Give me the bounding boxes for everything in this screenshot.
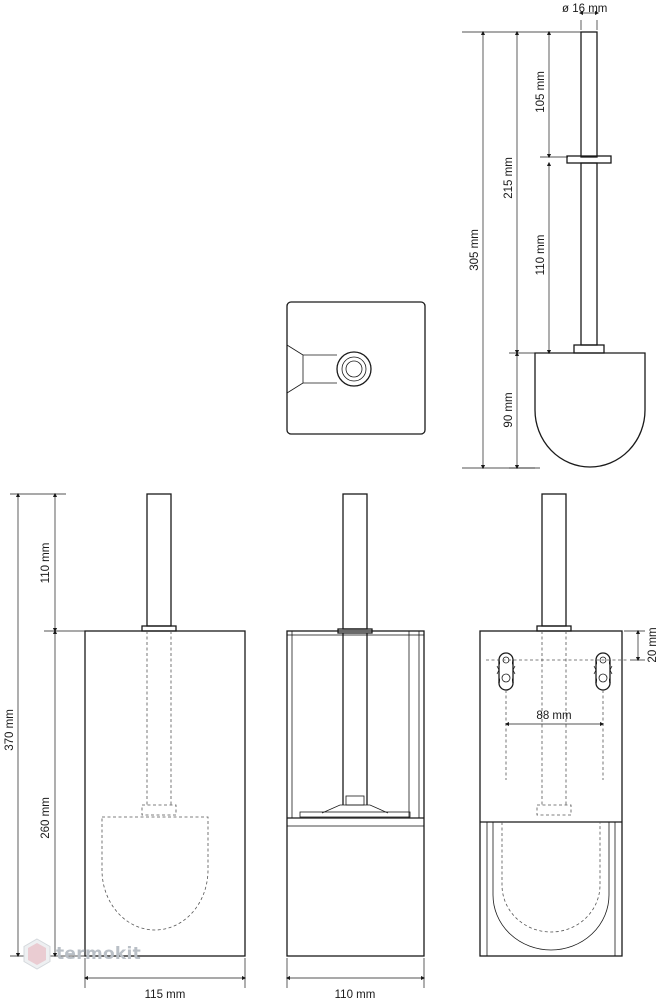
- top-view: [286, 301, 426, 435]
- holder-width-side-label: 110 mm: [335, 989, 376, 1000]
- brush-upper-total-label: 215 mm: [503, 157, 515, 199]
- stick-above-holder-label: 110 mm: [40, 543, 52, 584]
- holder-width-front-label: 115 mm: [145, 989, 186, 1000]
- top-view-outline: [286, 301, 426, 435]
- keyhole-left: [496, 652, 516, 691]
- front-holder-body: [84, 630, 246, 957]
- brush-top-section-label: 105 mm: [535, 71, 547, 113]
- rear-view: [479, 493, 628, 957]
- rear-hidden-brush-head: [501, 822, 601, 933]
- side-dimensions: 110 mm: [285, 958, 426, 1000]
- brush-total-label: 305 mm: [469, 229, 481, 271]
- front-stick: [146, 493, 172, 627]
- side-view: [286, 493, 425, 957]
- brush-dimensions: ø 16 mm 305 mm 215 mm 105 mm 110 mm 90 m…: [462, 3, 607, 470]
- termokit-logo-icon: [23, 938, 51, 970]
- keyhole-right: [593, 652, 613, 691]
- brush-view: [534, 31, 646, 468]
- watermark-brand: termokit: [56, 944, 142, 964]
- watermark: termokit: [22, 938, 141, 970]
- top-view-bracket-arm: [303, 354, 337, 384]
- rear-inner-shell: [492, 822, 610, 951]
- mount-hole-spacing-label: 88 mm: [536, 710, 571, 722]
- top-view-bracket-left: [286, 344, 304, 394]
- front-view: [84, 493, 246, 957]
- brush-mid-section-label: 110 mm: [535, 235, 547, 276]
- top-view-hole-inner: [345, 360, 363, 378]
- diameter-label: ø 16 mm: [562, 3, 607, 15]
- top-view-hole-mid: [341, 356, 367, 382]
- brush-handle-top: [580, 31, 598, 158]
- side-holder-body: [286, 630, 425, 957]
- holder-height-label: 260 mm: [40, 797, 52, 839]
- front-hidden-brush-head: [101, 816, 209, 931]
- brush-handle-bottom: [580, 162, 598, 346]
- front-dimensions: 370 mm 110 mm 260 mm 115 mm: [4, 492, 247, 1000]
- front-stick-collar: [141, 625, 177, 632]
- brush-head: [534, 352, 646, 468]
- side-inner-shelf: [299, 811, 411, 818]
- rear-stick: [541, 493, 567, 627]
- side-stick: [342, 493, 368, 630]
- rear-dimensions: 88 mm 20 mm: [504, 627, 659, 727]
- brush-head-label: 90 mm: [503, 392, 515, 427]
- top-view-hole-outer: [336, 351, 372, 387]
- mount-hole-offset-label: 20 mm: [647, 627, 659, 662]
- brush-ferrule: [573, 344, 605, 354]
- overall-height-label: 370 mm: [4, 709, 16, 751]
